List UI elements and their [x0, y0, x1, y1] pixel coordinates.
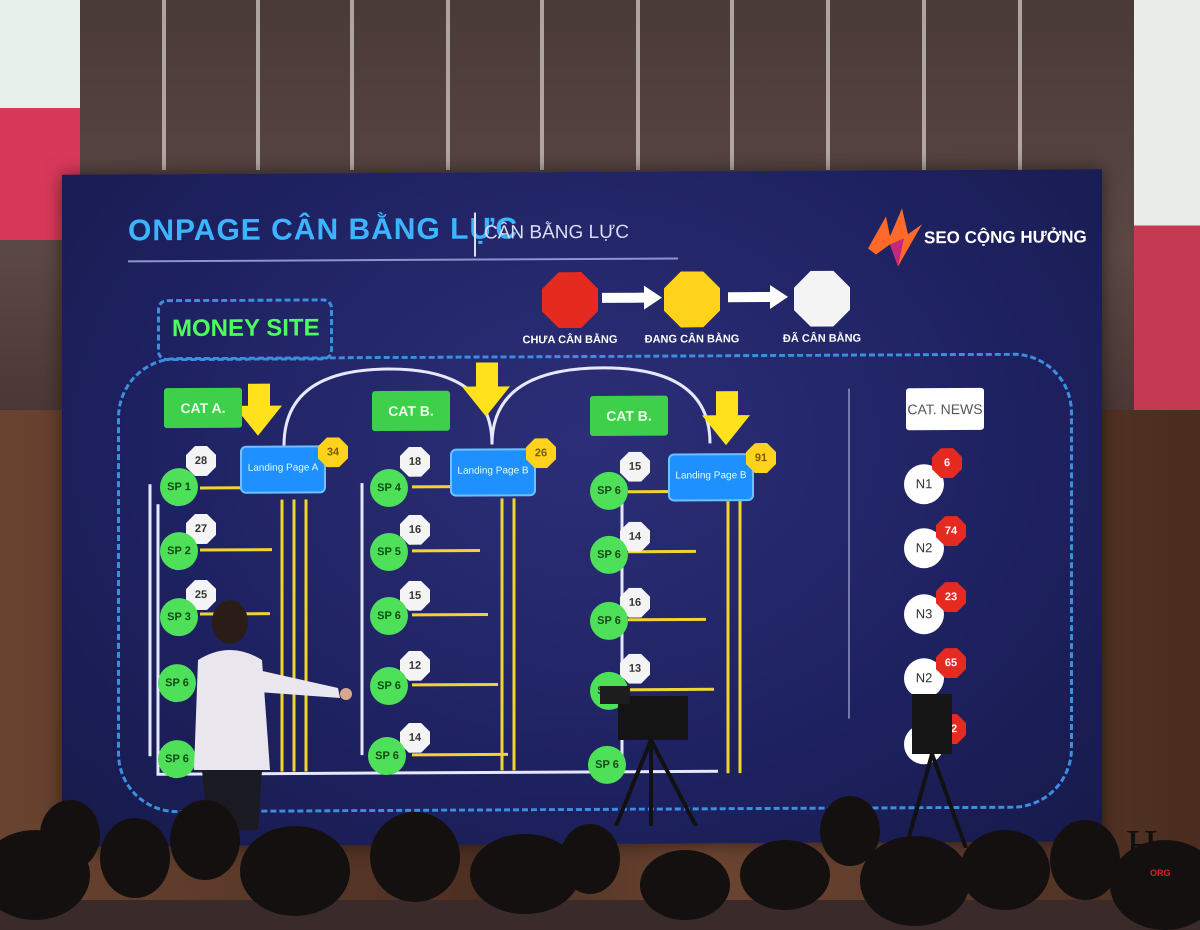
wall-strip: [1018, 0, 1022, 170]
support-page-node: SP 6: [590, 471, 628, 510]
wall-strip: [540, 0, 544, 170]
landing-page-box: Landing Page A: [240, 445, 326, 494]
audience: [0, 790, 1200, 930]
watermark-logo: H: [1126, 821, 1158, 870]
arrow-right-icon: [602, 285, 662, 310]
category-box: CAT A.: [164, 387, 242, 429]
camera-tripod-icon: [904, 694, 968, 848]
support-page-node: SP 6: [370, 666, 408, 706]
vertical-separator: [848, 388, 850, 719]
wall-strip: [446, 0, 450, 170]
wall-strip: [730, 0, 734, 170]
projection-screen: ONPAGE CÂN BẰNG LỰC CÂN BẰNG LỰC SEO CỘN…: [62, 169, 1102, 847]
wall-strip: [636, 0, 640, 170]
support-page-node: SP 6: [370, 596, 408, 636]
watermark-text: ORG: [1150, 868, 1171, 878]
video-camera-icon: [600, 686, 698, 826]
news-category-box: CAT. NEWS: [906, 387, 984, 431]
category-box: CAT B.: [372, 390, 450, 432]
wall-strip: [162, 0, 166, 170]
wall-strip: [256, 0, 260, 170]
support-page-node: SP 6: [368, 736, 406, 776]
wall-strip: [826, 0, 830, 170]
right-side-screen: [1134, 0, 1200, 410]
brand-logo-icon: [868, 208, 922, 267]
wall-strip: [350, 0, 354, 170]
support-page-node: SP 6: [590, 601, 628, 640]
support-page-node: SP 5: [370, 532, 408, 572]
landing-page-box: Landing Page B: [668, 453, 754, 502]
support-page-node: SP 4: [370, 468, 408, 508]
support-page-node: SP 6: [590, 535, 628, 574]
support-page-node: SP 2: [160, 532, 198, 571]
landing-page-box: Landing Page B: [450, 448, 536, 497]
category-box: CAT B.: [590, 395, 668, 436]
arrow-right-icon: [728, 285, 788, 310]
support-page-node: SP 1: [160, 468, 198, 507]
wall-strip: [922, 0, 926, 170]
